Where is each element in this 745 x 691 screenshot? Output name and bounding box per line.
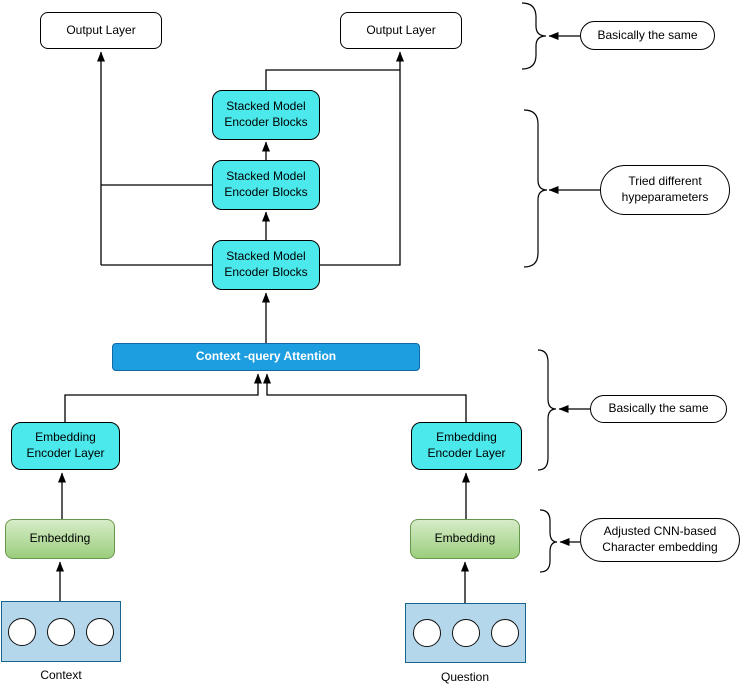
edge-block3-to-output-right (320, 51, 404, 266)
node-output-layer-right: Output Layer (340, 12, 462, 49)
brace-stacked-blocks (523, 109, 548, 268)
node-stacked-encoder-3: Stacked Model Encoder Blocks (212, 240, 320, 290)
brace-embeddings (539, 509, 558, 573)
question-caption: Question (440, 670, 490, 684)
token-circle (86, 617, 114, 646)
node-embedding-encoder-right: Embedding Encoder Layer (411, 422, 522, 470)
node-question-input (405, 603, 526, 663)
token-circle (8, 617, 36, 646)
brace-output-layers (521, 2, 547, 70)
context-caption: Context (40, 668, 82, 682)
edge-blocks-to-output-left (101, 184, 212, 266)
brace-encoders (537, 349, 557, 471)
edge-encoder-right-attention (263, 373, 467, 422)
token-circle (490, 619, 519, 647)
node-stacked-encoder-1: Stacked Model Encoder Blocks (212, 90, 320, 140)
node-context-input (1, 601, 121, 662)
note-basically-same-mid: Basically the same (590, 395, 727, 423)
edge-block1-to-output-right (265, 69, 400, 90)
node-output-layer-left: Output Layer (40, 12, 162, 49)
note-basically-same-top: Basically the same (580, 21, 715, 50)
note-adjusted-cnn-embedding: Adjusted CNN-based Character embedding (580, 518, 740, 562)
edge-encoder-left-attention (64, 373, 262, 422)
node-stacked-encoder-2: Stacked Model Encoder Blocks (212, 160, 320, 210)
node-context-query-attention: Context -query Attention (112, 343, 420, 371)
token-circle (47, 617, 75, 646)
node-embedding-right: Embedding (410, 519, 520, 559)
node-embedding-left: Embedding (5, 519, 115, 559)
node-embedding-encoder-left: Embedding Encoder Layer (11, 422, 120, 470)
token-circle (451, 619, 480, 647)
token-circle (412, 619, 441, 647)
note-tried-hyperparameters: Tried different hypeparameters (600, 165, 730, 215)
